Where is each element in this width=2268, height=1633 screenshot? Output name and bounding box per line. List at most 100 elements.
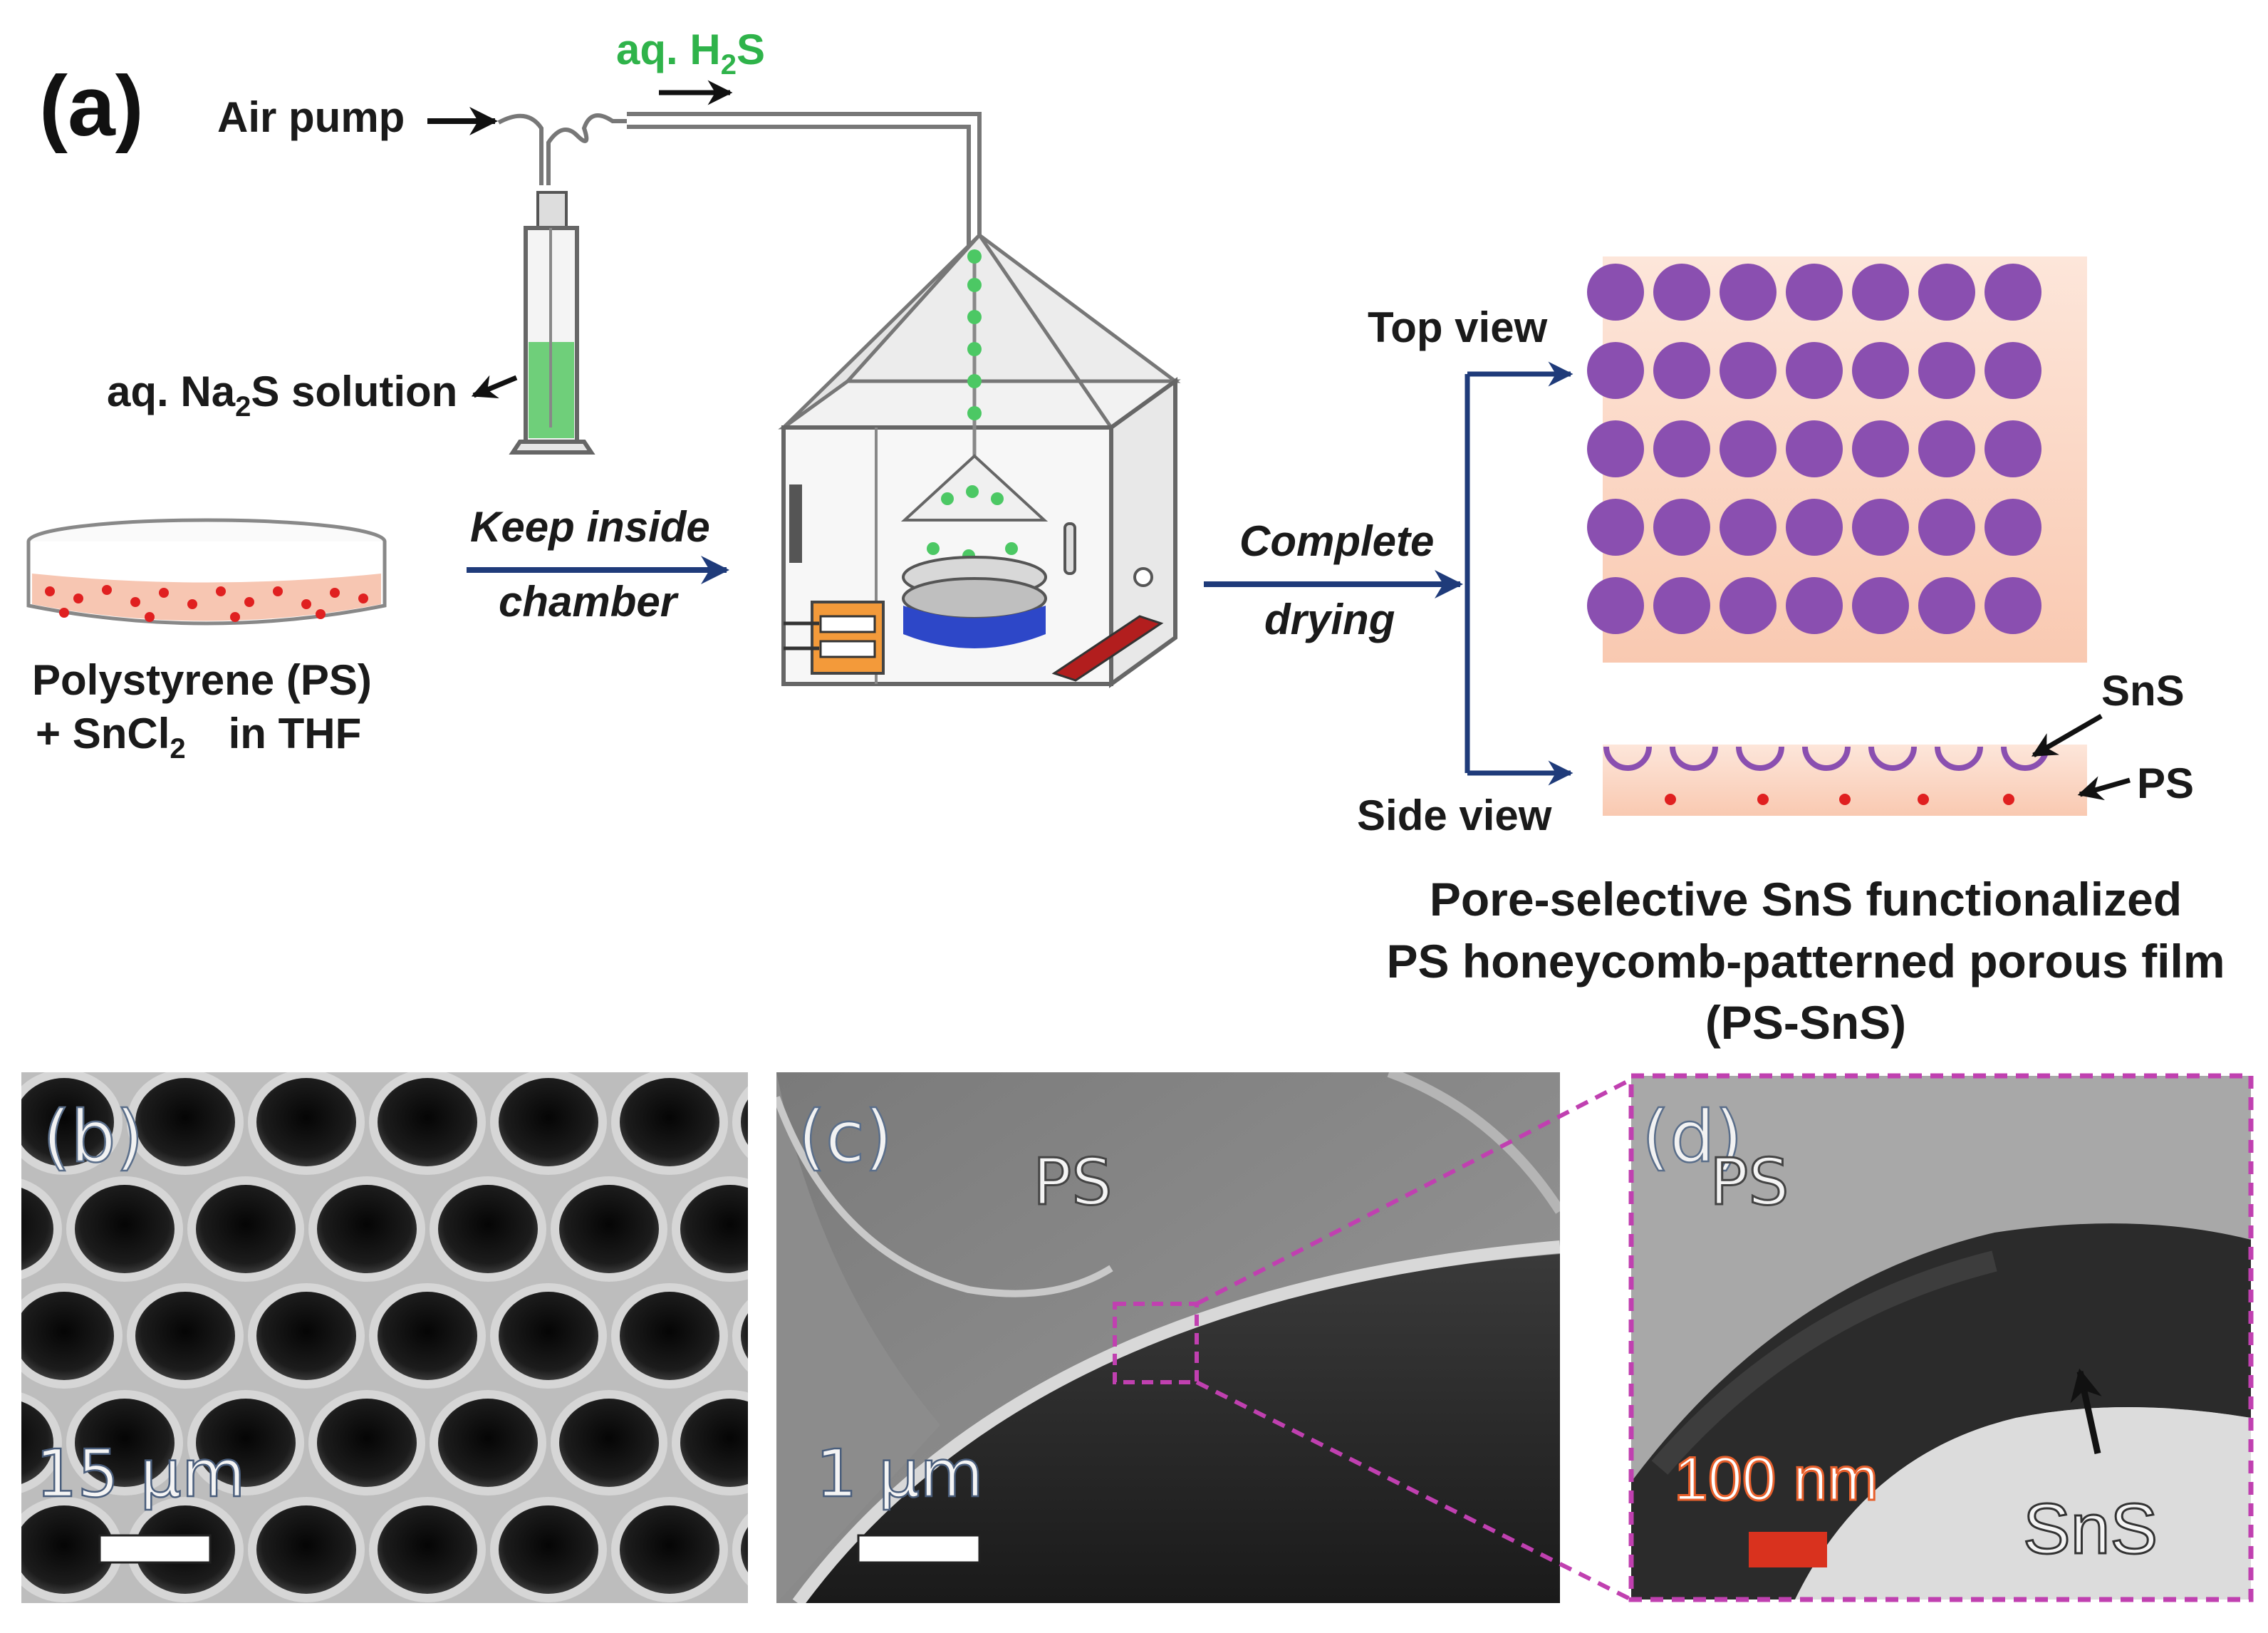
pore-circle	[1587, 264, 1644, 321]
pore-circle	[1720, 342, 1777, 399]
pore-hole	[256, 1292, 356, 1380]
pore-circle	[1786, 342, 1843, 399]
pore-rim	[732, 1300, 748, 1372]
sns-cup	[1736, 746, 1784, 771]
pore-circle	[1587, 499, 1644, 556]
pore-rim	[430, 963, 546, 1068]
pore-hole	[620, 1505, 719, 1594]
pore-rim	[187, 963, 304, 1068]
pore-rim	[0, 963, 62, 1068]
panel-c-sem	[776, 1072, 1560, 1603]
pore-hole	[135, 1078, 235, 1166]
pore-circle	[1720, 420, 1777, 477]
pore-rim	[793, 1604, 910, 1633]
complete-label: Complete	[1239, 517, 1434, 565]
pore-rim	[914, 963, 1031, 1068]
pore-circle	[1587, 420, 1644, 477]
panel-c-letter: (c)	[798, 1095, 893, 1178]
pore-circle	[1852, 342, 1909, 399]
pore-circle	[1587, 577, 1644, 634]
panel-b-scale-bar	[98, 1534, 212, 1564]
pore-hole	[741, 1527, 748, 1572]
top-view-film	[1587, 256, 2087, 663]
pore-rim	[732, 1086, 748, 1158]
pore-hole	[196, 1185, 296, 1273]
pore-hole	[75, 1185, 175, 1273]
drying-label: drying	[1264, 596, 1395, 643]
pore-circle	[1918, 420, 1975, 477]
pore-hole	[559, 1612, 659, 1633]
panel-c-inset-box	[1113, 1302, 1199, 1384]
na2s-arrow	[471, 375, 518, 399]
panel-d-ps-label: PS	[1710, 1145, 1789, 1220]
gas-bubbler	[497, 112, 982, 455]
pore-hole	[922, 971, 1022, 1059]
side-view-label: Side view	[1357, 792, 1552, 839]
caption-line2: PS honeycomb-patterned porous film	[1386, 935, 2225, 987]
pore-hole	[922, 1612, 1022, 1633]
pore-hole	[438, 1399, 538, 1487]
side-view-film	[1603, 745, 2087, 816]
pore-rim	[551, 1604, 667, 1633]
keep-inside-label: Keep inside	[470, 503, 710, 551]
sns-cup	[1935, 746, 1983, 771]
sncl2-dot	[1839, 794, 1851, 805]
pore-rim	[914, 1604, 1031, 1633]
pore-hole	[317, 1399, 417, 1487]
petri-dish	[26, 518, 387, 626]
sns-side-arrow	[2031, 713, 2103, 758]
panel-d-scale-text: 100 nm	[1674, 1445, 1878, 1513]
pore-hole	[680, 1185, 748, 1273]
pore-hole	[741, 1099, 748, 1145]
pore-hole	[499, 1505, 598, 1594]
panel-d-scale-bar	[1749, 1532, 1827, 1567]
pore-circle	[1984, 264, 2041, 321]
sncl2-dot	[2003, 794, 2014, 805]
pore-hole	[317, 1185, 417, 1273]
caption-line1: Pore-selective SnS functionalized	[1430, 873, 2182, 926]
top-view-label: Top view	[1368, 304, 1548, 351]
pore-circle	[1918, 499, 1975, 556]
ps-side-arrow	[2077, 776, 2131, 801]
pore-rim	[0, 1069, 1, 1175]
pore-circle	[1720, 577, 1777, 634]
pore-circle	[1786, 420, 1843, 477]
pore-circle	[1984, 577, 2041, 634]
sns-cup	[1603, 746, 1652, 771]
pore-hole	[256, 1505, 356, 1594]
pore-hole	[196, 1612, 296, 1633]
pore-rim	[308, 963, 425, 1068]
pore-hole	[378, 1078, 477, 1166]
sns-cup	[1868, 746, 1917, 771]
pore-circle	[1852, 264, 1909, 321]
pore-hole	[21, 1078, 114, 1166]
pore-hole	[378, 1505, 477, 1594]
pore-circle	[1587, 342, 1644, 399]
pore-hole	[438, 1185, 538, 1273]
humidity-chamber	[778, 232, 1181, 688]
pore-hole	[75, 1612, 175, 1633]
pore-hole	[317, 971, 417, 1059]
panel-c-scale-text: 1 μm	[816, 1436, 984, 1512]
pore-rim	[0, 1497, 1, 1602]
pore-hole	[196, 971, 296, 1059]
sncl2-dots	[45, 585, 368, 622]
panel-d-border	[1628, 1073, 2254, 1602]
pore-rim	[0, 1604, 62, 1633]
h2s-label: aq. H2S	[616, 26, 765, 81]
panel-d-tem	[1631, 1076, 2251, 1600]
pore-circle	[1786, 499, 1843, 556]
pore-hole	[0, 971, 53, 1059]
zoom-line-top	[1195, 1077, 1633, 1306]
pore-hole	[75, 1399, 175, 1487]
pore-hole	[499, 1292, 598, 1380]
pore-hole	[801, 971, 901, 1059]
na2s-label: aq. Na2S solution	[107, 368, 457, 422]
pore-circle	[1984, 499, 2041, 556]
pore-circle	[1653, 420, 1710, 477]
pore-circle	[1918, 342, 1975, 399]
pore-hole	[680, 1612, 780, 1633]
panel-d-sns-arrow	[2070, 1368, 2102, 1454]
panel-b-letter: (b)	[43, 1095, 144, 1178]
